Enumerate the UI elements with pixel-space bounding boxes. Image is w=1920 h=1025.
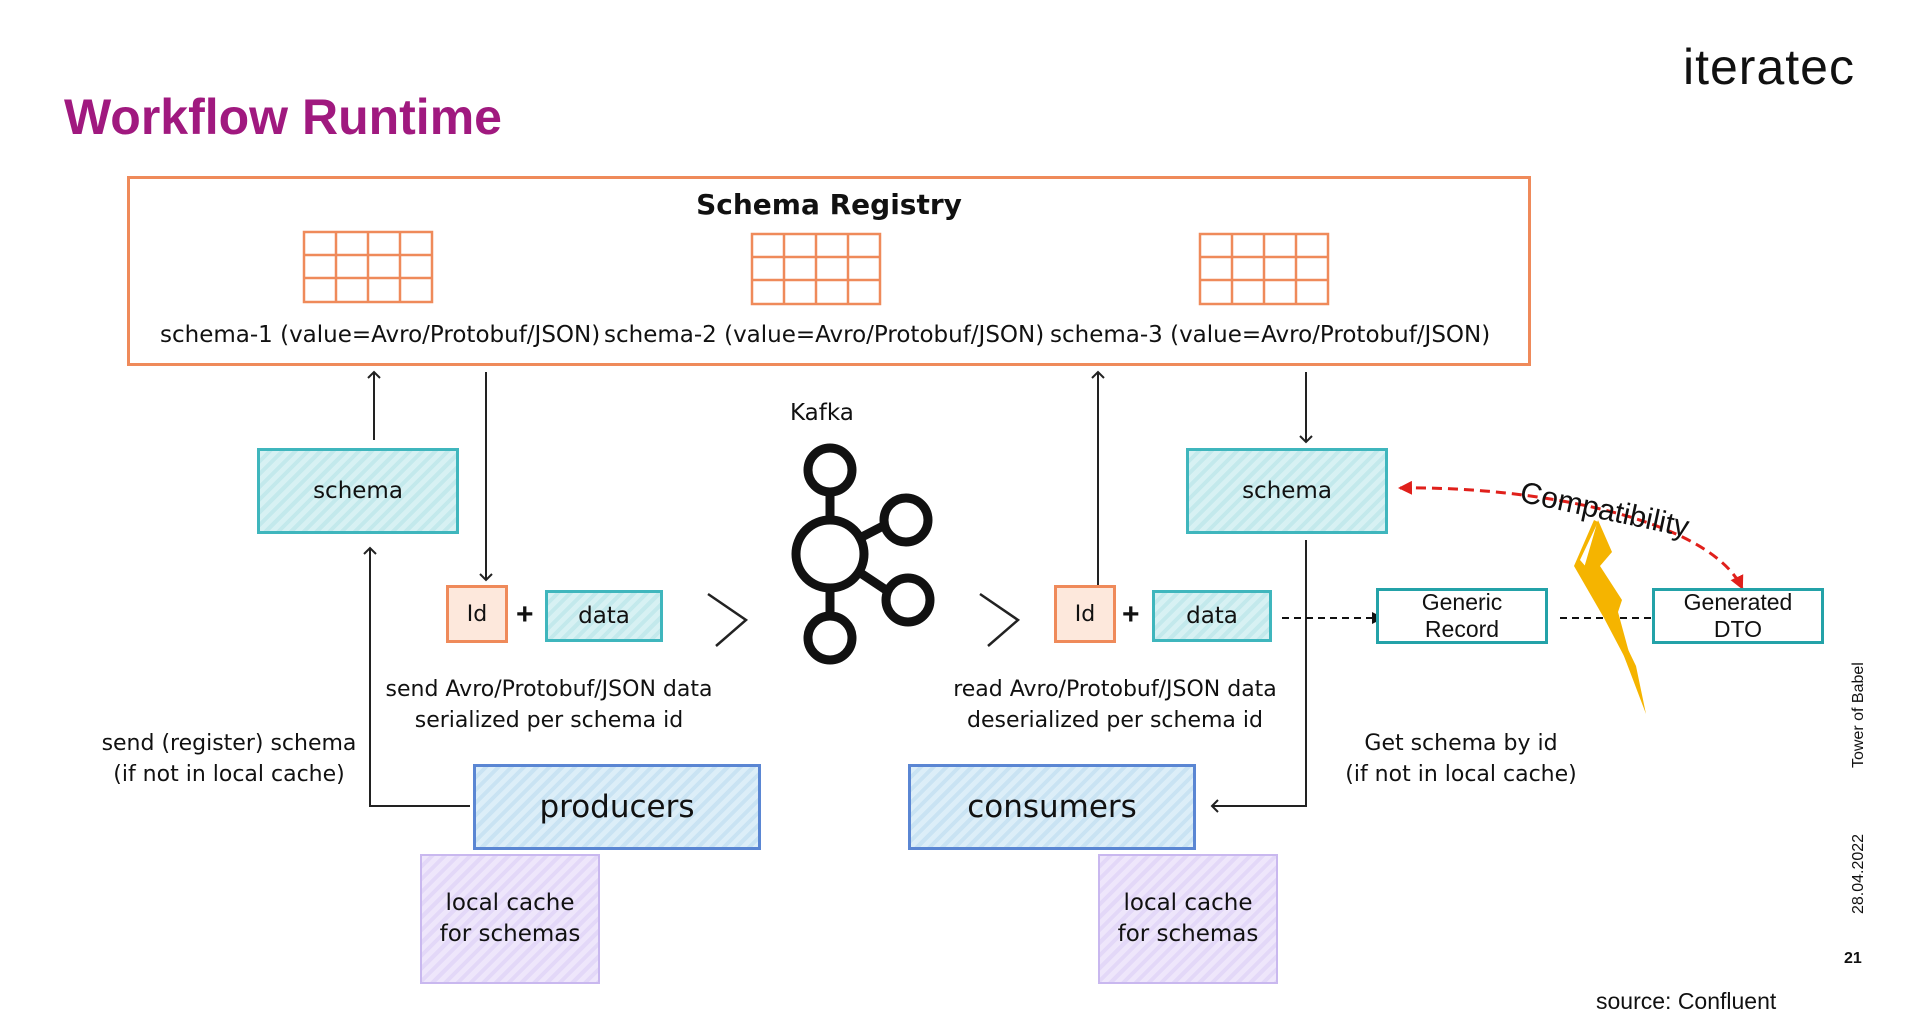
get-schema-caption: Get schema by id (if not in local cache) [1345, 731, 1577, 787]
compatibility-arrow [1398, 480, 1744, 590]
side-text-tower-of-babel: Tower of Babel [1850, 662, 1867, 768]
generated-dto-box: Generated DTO [1652, 588, 1824, 644]
send-data-caption: send Avro/Protobuf/JSON data serialized … [385, 677, 713, 733]
consumer-data-box: data [1152, 590, 1272, 642]
consumer-local-cache-box: local cache for schemas [1098, 854, 1278, 984]
schema-1-table-icon [302, 230, 434, 304]
source-note: source: Confluent [1596, 988, 1777, 1014]
page-number: 21 [1844, 950, 1862, 967]
kafka-label: Kafka [790, 400, 854, 426]
slide-title: Workflow Runtime [64, 89, 502, 145]
kafka-logo-icon [791, 443, 935, 665]
iteratec-logo: iteratec [1683, 39, 1855, 95]
schema-registry-box [127, 176, 1531, 366]
chevron-right-icon [979, 592, 1021, 647]
schema-2-table-icon [750, 232, 882, 306]
producer-schema-box: schema [257, 448, 459, 534]
producer-id-box: Id [446, 585, 508, 643]
chevron-right-icon [707, 592, 749, 647]
producer-local-cache-box: local cache for schemas [420, 854, 600, 984]
schema-3-table-icon [1198, 232, 1330, 306]
schema-2-label: schema-2 (value=Avro/Protobuf/JSON) [604, 322, 1045, 348]
schema-registry-title: Schema Registry [696, 188, 962, 221]
consumer-id-box: Id [1054, 585, 1116, 643]
consumer-schema-box: schema [1186, 448, 1388, 534]
producer-plus-sign: + [516, 598, 534, 631]
schema-1-label: schema-1 (value=Avro/Protobuf/JSON) [160, 322, 601, 348]
generic-record-box: Generic Record [1376, 588, 1548, 644]
read-data-caption: read Avro/Protobuf/JSON data deserialize… [953, 677, 1277, 733]
producer-data-box: data [545, 590, 663, 642]
register-schema-caption: send (register) schema (if not in local … [101, 731, 357, 787]
producers-box: producers [473, 764, 761, 850]
consumers-box: consumers [908, 764, 1196, 850]
side-text-date: 28.04.2022 [1850, 833, 1867, 914]
consumer-plus-sign: + [1122, 598, 1140, 631]
schema-3-label: schema-3 (value=Avro/Protobuf/JSON) [1050, 322, 1491, 348]
